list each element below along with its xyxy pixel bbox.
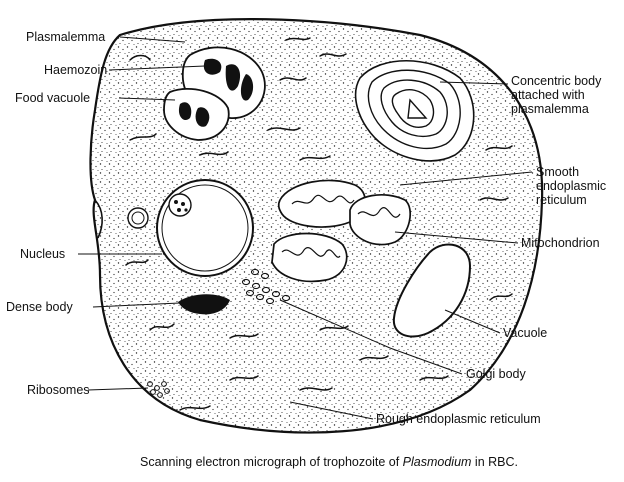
label-rough-er: Rough endoplasmic reticulum <box>376 412 541 426</box>
label-ribosomes: Ribosomes <box>27 383 90 397</box>
label-dense-body: Dense body <box>6 300 73 314</box>
label-plasmalemma: Plasmalemma <box>26 30 105 44</box>
label-vacuole: Vacuole <box>503 326 547 340</box>
nucleus <box>157 180 253 276</box>
label-food-vacuole: Food vacuole <box>15 91 90 105</box>
label-concentric-body: Concentric body attached with plasmalemm… <box>511 74 605 116</box>
label-golgi-body: Golgi body <box>466 367 527 381</box>
label-nucleus: Nucleus <box>20 247 65 261</box>
figure-caption: Scanning electron micrograph of trophozo… <box>140 455 518 469</box>
label-smooth-er: Smooth endoplasmic reticulum <box>536 165 610 207</box>
label-haemozoin: Haemozoin <box>44 63 107 77</box>
caption-text: Scanning electron micrograph of trophozo… <box>140 455 403 469</box>
label-mitochondrion: Mitochondrion <box>521 236 600 250</box>
caption-genus: Plasmodium <box>403 455 472 469</box>
small-vesicle <box>128 208 148 228</box>
caption-end: in RBC. <box>475 455 518 469</box>
